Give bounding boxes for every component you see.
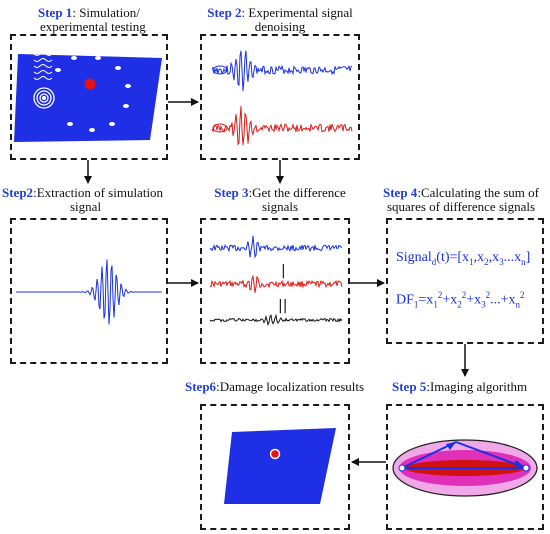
equals-double: || [278,298,287,314]
step1-number: Step 1 [38,5,73,20]
step3-number: Step 3 [214,185,249,200]
step5-number: Step 5 [392,379,427,394]
wave-ring-3 [33,87,55,109]
damage-dot [84,78,96,90]
result-plate [224,428,336,504]
step5-label: Step 5:Imaging algorithm [392,379,528,394]
path-arrowhead-2 [514,460,526,468]
path-arrowhead-1 [446,442,456,450]
step1-text: Simulation/ [79,5,140,20]
step3-text: Get the difference [252,185,346,200]
equals-single: | [281,263,286,279]
sensor-path-up [401,441,457,469]
step4-text: Calculating the sum of [420,185,539,200]
damage-result-figure [224,428,336,504]
wave-ring-1 [39,93,49,103]
step1-box [10,34,168,160]
step1-text-line2: experimental testing [40,19,146,34]
actuator-node [398,464,406,472]
step6-label: Step6:Damage localization results [185,379,365,394]
blue-inset-marker [212,65,228,75]
plate [14,54,162,142]
black-difference-wave [209,313,343,327]
step2-denoise-box [200,34,360,160]
imaging-ellipse-figure [392,439,538,497]
df-formula: DF1=x12+x22+x32...+xn2 [396,290,525,310]
sensor-path-down [455,441,527,469]
actuator-dot [42,96,46,100]
step1-label: Step 1: Simulation/ experimental testing [38,5,146,34]
step2-number: Step 2 [207,5,242,20]
step5-box [386,404,544,530]
signal-formula: Signald(t)=[x1,x2,x3...xn] [396,250,531,267]
simulation-wave [16,259,162,325]
blue-difference-wave [209,235,343,259]
step4-box: Signald(t)=[x1,x2,x3...xn] DF1=x12+x22+x… [386,218,544,344]
step3-text-line2: signals [261,199,299,214]
step2-extraction-box [10,218,168,364]
step2-extraction-label: Step2:Extraction of simulation signal [2,185,164,214]
wave-ring-2 [36,90,52,106]
step2b-number: Step2 [2,185,34,200]
excitation-wave-icon [33,46,53,80]
step6-box [200,404,350,530]
blue-signal-wave [211,50,353,92]
step2-denoise-label: Step 2: Experimental signal denoising [207,5,353,34]
step2-text: Experimental signal [248,5,353,20]
sensor-dots [55,56,131,132]
red-difference-wave [209,274,343,293]
step4-label: Step 4:Calculating the sum of squares of… [383,185,539,214]
step6-number: Step6 [185,379,217,394]
step3-box: | || [200,218,350,364]
simulation-signal [16,259,162,325]
red-inset-marker [212,123,228,133]
red-signal-wave [211,106,353,146]
step4-number: Step 4 [383,185,418,200]
step6-text: Damage localization results [219,379,365,394]
step4-text-line2: squares of difference signals [386,199,536,214]
damage-location-marker [269,448,281,460]
step3-label: Step 3:Get the difference signals [214,185,346,214]
step2b-text-line2: signal [70,199,102,214]
step2b-text: Extraction of simulation [36,185,164,200]
sensor-plate-figure [14,46,162,142]
denoised-signals [211,50,353,146]
step2-text-line2: denoising [254,19,306,34]
receiver-node [522,464,530,472]
difference-signals: | || [209,235,343,327]
step5-text: Imaging algorithm [429,379,528,394]
